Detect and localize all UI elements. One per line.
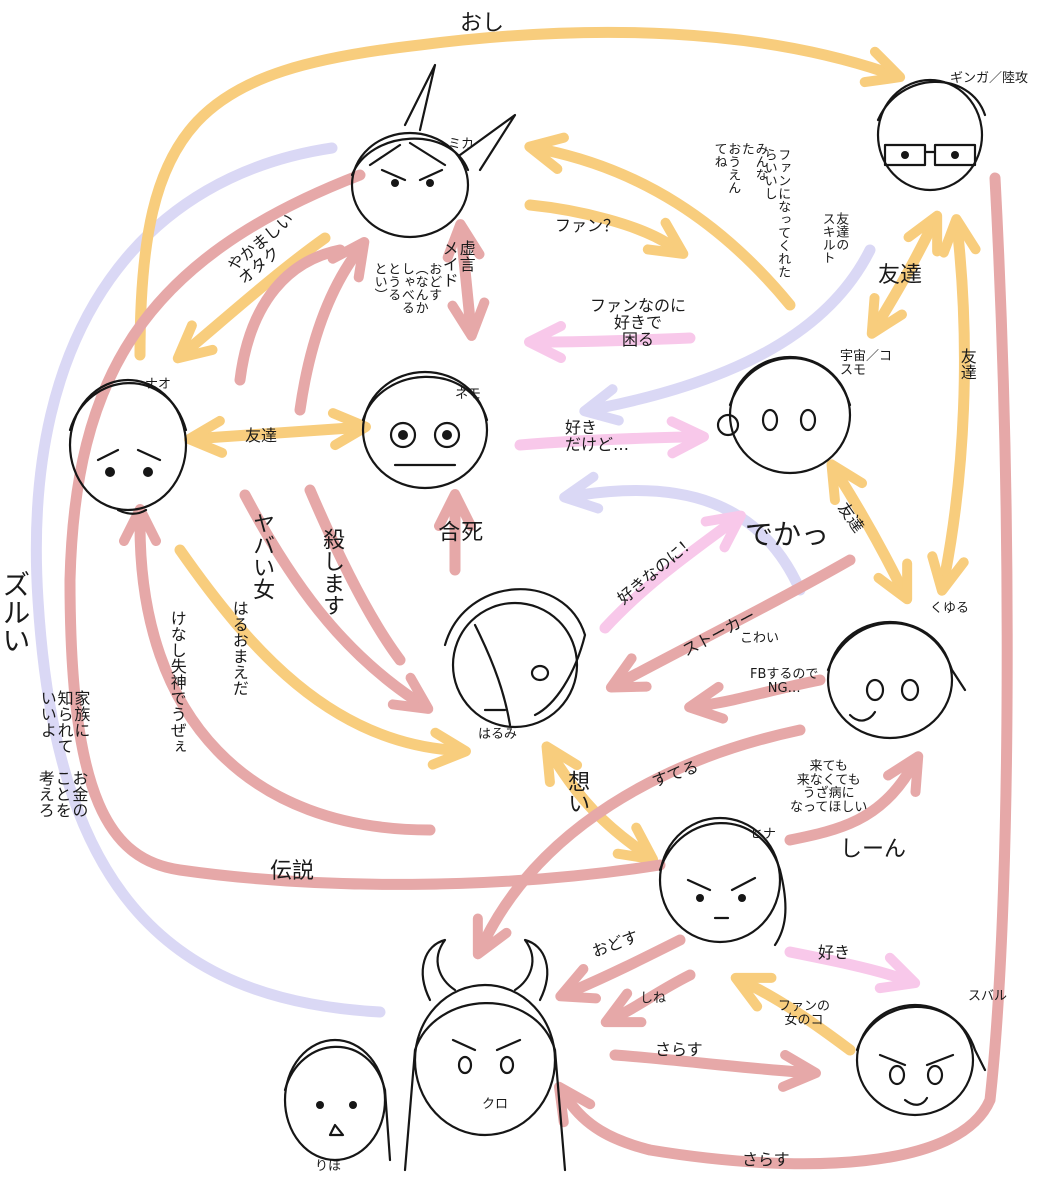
label-yabai-onna: ヤバい女 [249, 512, 275, 600]
arrow-ginga-to-uchu [579, 244, 876, 426]
label-zurui: ズルい [0, 570, 32, 654]
arrow-tomodachi-uchu-kuyuru [826, 459, 913, 605]
arrow-kitemo [784, 751, 924, 846]
arrow-zurui [30, 142, 386, 1018]
arrow-fan-no-onnanoko [730, 972, 856, 1056]
label-fb-ng: FBするので NG… [750, 667, 819, 696]
kuyuru-face [826, 620, 967, 740]
arrow-tomodachi-ginga-kuyuru [927, 214, 981, 596]
label-suki: 好き [818, 943, 851, 962]
label-densetsu: 伝説 [270, 859, 315, 884]
arrow-sarasu1 [609, 1049, 821, 1092]
label-fan-no-onnanoko: ファンの 女のコ [778, 999, 831, 1028]
arrow-ikigen [442, 219, 490, 341]
label-sarasu2: さらす [742, 1150, 790, 1169]
arrow-sarasu2 [553, 172, 1013, 1170]
label-tomodachi-ginga-kuyuru: 友達 [957, 348, 977, 380]
arrow-nao-to-harumi [234, 244, 346, 386]
uchu-face [716, 355, 852, 475]
name-nao: ナオ [145, 377, 172, 392]
label-sarasu1: さらす [655, 1040, 703, 1059]
name-mika: ミカ [448, 137, 475, 152]
label-tomodachi-sukiruto: 友達の スキルト [819, 212, 849, 264]
arrow-haru-omaeda [174, 544, 471, 770]
arrow-stalker [605, 554, 856, 693]
name-uchu: 宇宙／コスモ [840, 349, 893, 378]
label-oshi: おし [460, 11, 505, 36]
name-kuro: クロ [482, 1097, 509, 1112]
hina-face [658, 816, 787, 947]
arrow-fan-q [524, 199, 689, 259]
label-haru-omaeda: はるおまえだ [229, 600, 249, 696]
ginga-face [876, 78, 987, 192]
harumi-face [443, 588, 587, 729]
label-aka-shin: しーん [840, 837, 907, 862]
arrow-densetsu [64, 169, 666, 890]
arrow-fan-nanoni [524, 320, 696, 363]
arrow-suki-dakedo [514, 416, 709, 459]
arrow-suteru [472, 724, 806, 960]
name-nemu: ネモ [455, 387, 482, 402]
label-kenashi-shisshin: けなし失神でうぜぇ [167, 610, 187, 754]
arrow-odosu-nanka [294, 236, 370, 416]
label-okane-ko: お金の ことを 考えろ [35, 770, 89, 818]
nemu-face [361, 370, 489, 490]
label-dekatsu: でかっ [745, 518, 830, 551]
name-riho: りほ [315, 1159, 342, 1174]
name-kuyuru: くゆる [930, 601, 970, 616]
subaru-face [855, 1003, 987, 1117]
arrow-shiwa [600, 969, 696, 1028]
arrow-koroshimasu [304, 484, 406, 666]
label-ikigen: 虚言 メイド [439, 240, 476, 288]
arrow-tomodachi-nao-nemu [184, 408, 371, 458]
label-fan-q: ファン？ [555, 216, 620, 235]
label-shiwa: しね [640, 991, 667, 1006]
name-hina: ヒナ [750, 827, 777, 842]
arrow-fb-ng [684, 674, 826, 724]
riho-face [283, 1038, 392, 1162]
arrow-suki-nanoni [599, 510, 746, 634]
arrow-odosu [555, 934, 686, 1004]
label-fan-wa: ファンになってくれた らいいし [761, 148, 791, 278]
nao-face [68, 378, 188, 515]
name-subaru: スバル [968, 989, 1008, 1004]
label-tomodachi-nao-nemu: 友達 [245, 426, 278, 445]
arrow-mika-uchu-fan [524, 132, 796, 311]
label-koroshimasu: 殺します [319, 528, 345, 616]
name-ginga: ギンガ／陸攻 [950, 71, 1029, 86]
label-kowai: こわい [740, 631, 780, 646]
label-kazoku-nikka: 家族に 知られて いいよ [37, 690, 91, 754]
arrow-oshi [134, 26, 906, 361]
label-tomodachi-ginga-uchu: 友達 [878, 263, 923, 288]
label-omoi: 想い [564, 770, 590, 814]
kuro-face [403, 938, 567, 1172]
arrow-dekatsu [559, 471, 806, 596]
mika-face [350, 63, 517, 239]
label-shigo: 死 合 [434, 520, 483, 542]
label-kitemo: 来ても 来なくても うざ病に なってほしい [790, 759, 868, 815]
arrow-tomodachi-ginga-uchu [866, 210, 943, 339]
label-minna-ouen: みんな た おうえん てね [711, 142, 768, 194]
arrow-kenashi [119, 504, 436, 836]
arrow-suki [784, 946, 921, 994]
name-harumi: はるみ [478, 727, 518, 742]
label-suki-dakedo: 好き だけど… [565, 418, 630, 454]
arrow-yakamashii [172, 232, 331, 364]
arrow-yabai-onna [239, 489, 434, 714]
label-fan-nanoni: ファンなのに 好きで 困る [590, 296, 687, 349]
label-odosu-nanka: おどす （なんか しゃべる とうる とい） [371, 262, 442, 314]
